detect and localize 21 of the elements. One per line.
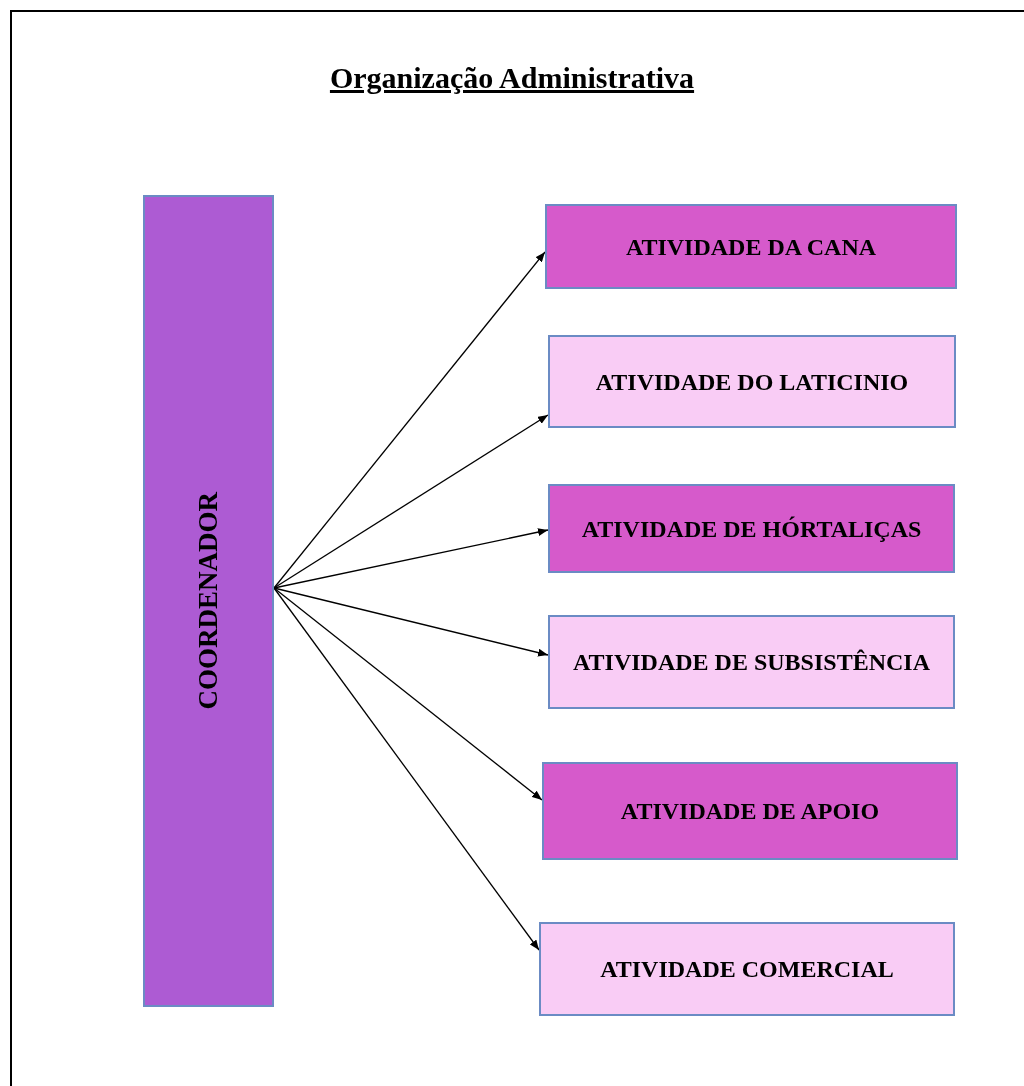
arrow xyxy=(273,528,549,589)
node-label: ATIVIDADE DE SUBSISTÊNCIA xyxy=(573,648,930,677)
arrow xyxy=(273,414,549,589)
activity-box xyxy=(539,922,955,1016)
node-label: ATIVIDADE DE HÓRTALIÇAS xyxy=(581,514,922,544)
activity-box xyxy=(545,204,957,289)
title: Organização Administrativa xyxy=(328,60,696,96)
node-label: ATIVIDADE DO LATICINIO xyxy=(595,367,909,397)
node-label: ATIVIDADE COMERCIAL xyxy=(600,955,894,984)
arrow xyxy=(273,587,540,951)
activity-box xyxy=(548,484,955,573)
arrow xyxy=(273,587,543,801)
activity-box xyxy=(548,615,955,709)
activity-box xyxy=(548,335,956,428)
node-label: COORDENADOR xyxy=(192,492,225,710)
arrow xyxy=(273,587,549,657)
arrow xyxy=(273,251,546,589)
coordinator-bar xyxy=(143,195,274,1007)
node-label: ATIVIDADE DE APOIO xyxy=(620,797,880,826)
activity-box xyxy=(542,762,958,860)
node-label: ATIVIDADE DA CANA xyxy=(625,232,877,262)
